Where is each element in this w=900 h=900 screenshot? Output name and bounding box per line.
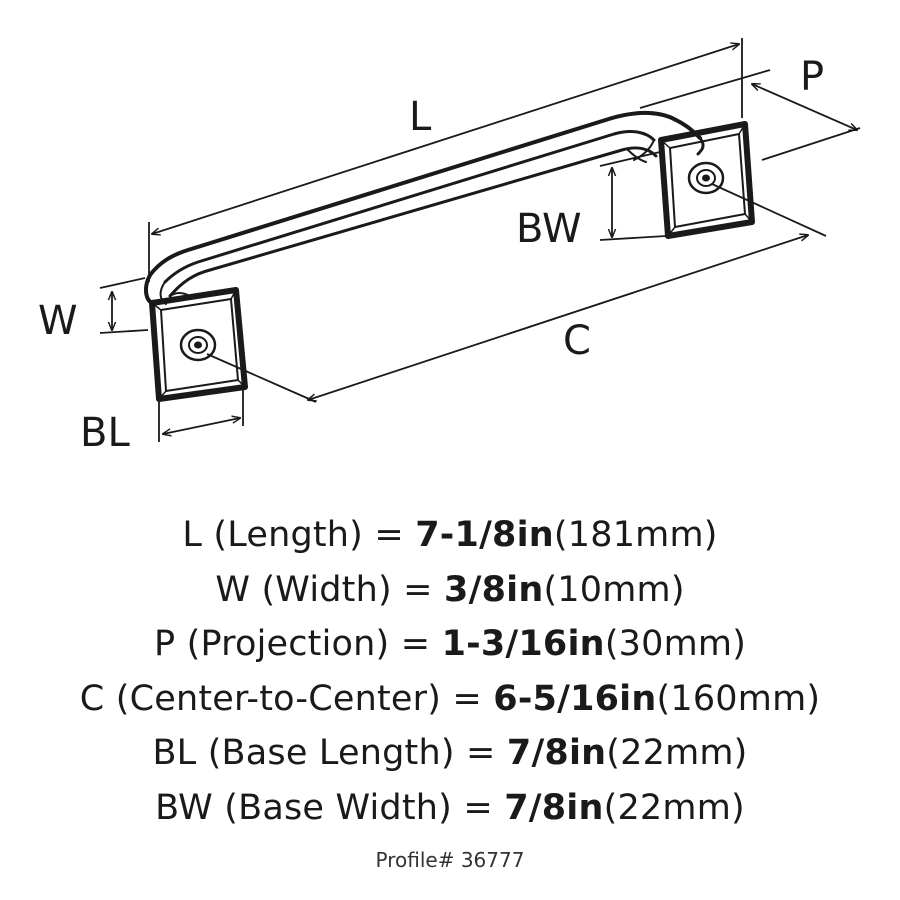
- spec-label: (Width): [261, 569, 392, 610]
- spec-imperial: 7/8in: [506, 733, 607, 773]
- label-P: P: [800, 54, 824, 100]
- dimension-center-to-center: [206, 183, 827, 403]
- right-base-plate: [658, 121, 755, 239]
- spec-width: W (Width) = 3/8in(10mm): [215, 569, 685, 610]
- pull-handle-diagram: L P BW W C BL: [38, 38, 861, 456]
- spec-code: L: [182, 515, 203, 555]
- spec-base-width: BW (Base Width) = 7/8in(22mm): [155, 787, 745, 828]
- label-BL: BL: [80, 410, 130, 456]
- dimension-base-length: [158, 390, 244, 442]
- left-base-plate: [149, 287, 248, 402]
- spec-metric: (181mm): [553, 515, 718, 555]
- label-C: C: [563, 318, 591, 364]
- profile-number: Profile# 36777: [375, 848, 525, 872]
- dimension-labels: L P BW W C BL: [38, 54, 824, 456]
- spec-imperial: 6-5/16in: [493, 678, 657, 719]
- spec-metric: (22mm): [603, 787, 745, 828]
- spec-code: W: [215, 569, 251, 610]
- spec-imperial: 3/8in: [444, 569, 544, 610]
- spec-label: (Projection): [186, 624, 390, 664]
- spec-imperial: 7-1/8in: [415, 515, 554, 555]
- spec-center-to-center: C (Center-to-Center) = 6-5/16in(160mm): [79, 678, 821, 719]
- spec-metric: (10mm): [543, 569, 685, 610]
- spec-imperial: 7/8in: [504, 787, 604, 828]
- dimension-projection: [639, 69, 861, 161]
- spec-label: (Base Width): [224, 787, 453, 828]
- label-BW: BW: [516, 206, 582, 252]
- dimension-width: [99, 277, 149, 334]
- spec-code: P: [153, 624, 176, 664]
- dimension-base-width: [599, 151, 667, 241]
- spec-base-length: BL (Base Length) = 7/8in(22mm): [152, 733, 748, 773]
- left-screw-icon: [179, 328, 217, 362]
- spec-label: (Base Length): [207, 733, 455, 773]
- spec-length: L (Length) = 7-1/8in(181mm): [182, 515, 718, 555]
- spec-projection: P (Projection) = 1-3/16in(30mm): [153, 624, 747, 664]
- spec-metric: (30mm): [604, 624, 747, 664]
- handle-drawing: [143, 110, 755, 402]
- spec-metric: (160mm): [656, 678, 821, 719]
- dimension-specs: L (Length) = 7-1/8in(181mm) W (Width) = …: [0, 508, 900, 835]
- spec-code: BW: [155, 787, 213, 828]
- label-L: L: [409, 94, 432, 140]
- spec-code: C: [79, 678, 105, 719]
- dimension-lines: [99, 38, 861, 442]
- label-W: W: [38, 298, 78, 344]
- spec-label: (Length): [213, 515, 364, 555]
- spec-label: (Center-to-Center): [115, 678, 442, 719]
- dimension-length: [148, 38, 743, 282]
- spec-code: BL: [152, 733, 197, 773]
- spec-metric: (22mm): [606, 733, 748, 773]
- spec-imperial: 1-3/16in: [441, 624, 605, 664]
